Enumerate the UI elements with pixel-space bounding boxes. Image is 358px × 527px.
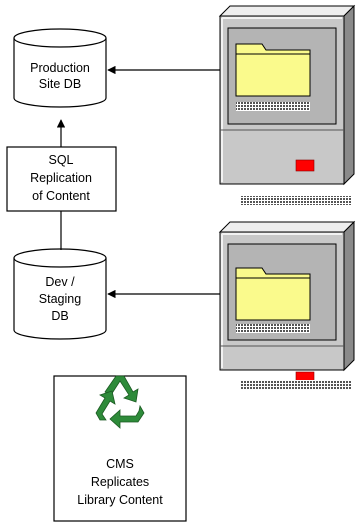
production-server — [218, 4, 356, 205]
production-db-cylinder: Production Site DB — [13, 28, 107, 108]
staging-db-label-line3: DB — [51, 309, 68, 323]
database-cylinder-icon — [13, 38, 107, 108]
cms-box-line3: Library Content — [77, 493, 163, 507]
server-tower-icon — [218, 4, 356, 186]
staging-server — [218, 220, 356, 389]
sql-replication-box: SQL Replication of Content — [6, 146, 117, 212]
production-db-label-line2: Site DB — [39, 77, 81, 91]
sql-box-line3: of Content — [32, 189, 90, 203]
cms-box-line1: CMS — [106, 457, 134, 471]
staging-db-label-line2: Staging — [39, 292, 81, 306]
cms-box: CMS Replicates Library Content — [53, 375, 187, 522]
server-base-shadow — [240, 196, 352, 205]
staging-db-label-line1: Dev / — [45, 275, 75, 289]
power-led — [295, 159, 315, 172]
staging-db-cylinder: Dev / Staging DB — [13, 248, 107, 340]
production-db-label-line1: Production — [30, 61, 90, 75]
server-base-shadow — [240, 380, 352, 389]
sql-box-line2: Replication — [30, 171, 92, 185]
drive-slot — [236, 102, 310, 111]
drive-slot — [236, 324, 310, 333]
database-cylinder-icon — [13, 258, 107, 340]
cms-box-line2: Replicates — [91, 475, 149, 489]
recycle-icon — [95, 375, 145, 429]
folder-icon — [235, 267, 311, 321]
folder-icon — [235, 43, 311, 97]
sql-box-line1: SQL — [48, 153, 73, 167]
